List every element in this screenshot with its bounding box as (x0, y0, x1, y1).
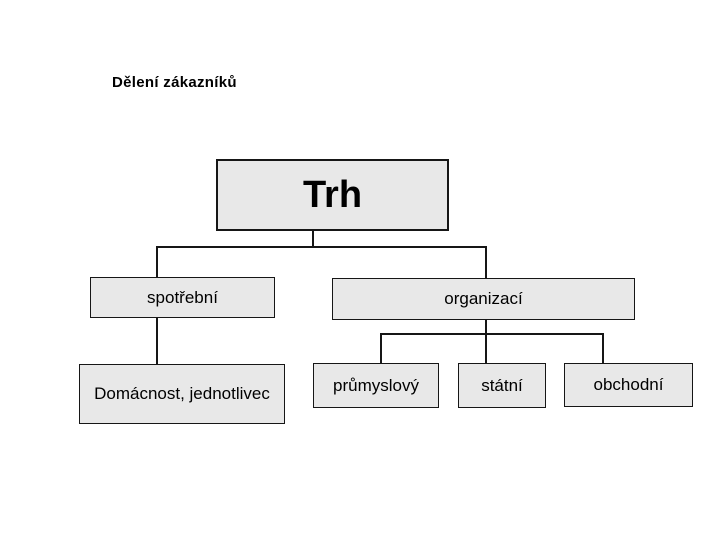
node-spotrebni: spotřební (90, 277, 275, 318)
connector-drop-organizaci (485, 246, 487, 279)
connector-drop-spotrebni (156, 246, 158, 278)
connector-drop-obchodni (602, 333, 604, 364)
connector-drop-domacnost (156, 318, 158, 365)
page-title: Dělení zákazníků (112, 74, 237, 91)
connector-drop-prumyslovy (380, 333, 382, 364)
node-domacnost: Domácnost, jednotlivec (79, 364, 285, 424)
node-statni: státní (458, 363, 546, 408)
connector-bus-level2 (156, 246, 487, 248)
node-trh: Trh (216, 159, 449, 231)
connector-trh-stub (312, 231, 314, 247)
node-prumyslovy: průmyslový (313, 363, 439, 408)
node-obchodni: obchodní (564, 363, 693, 407)
connector-bus-level3 (381, 333, 604, 335)
node-organizaci: organizací (332, 278, 635, 320)
connector-drop-statni (485, 320, 487, 364)
